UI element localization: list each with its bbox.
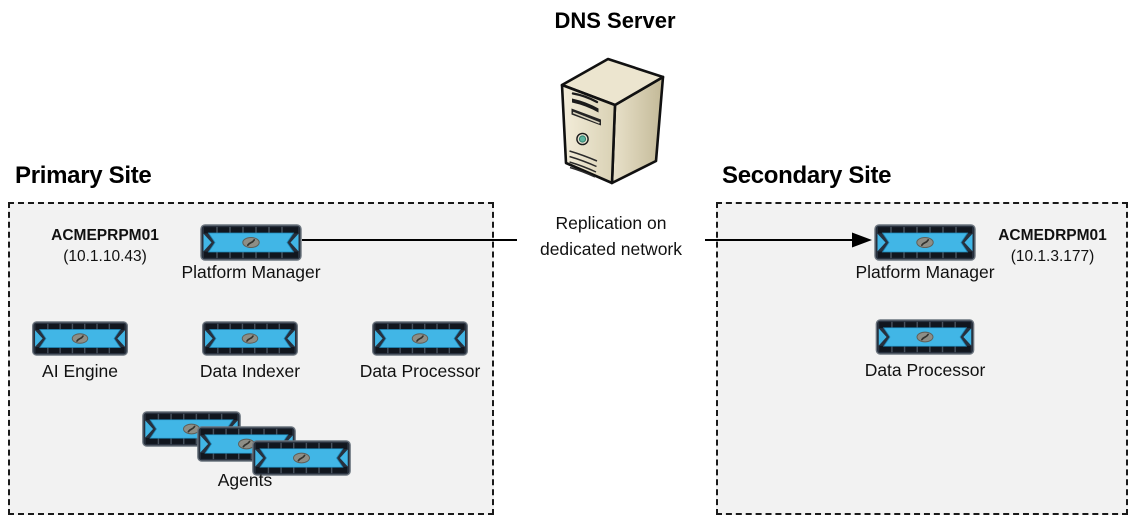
primary-site-title: Primary Site [15, 162, 152, 189]
data-indexer-icon [200, 321, 300, 356]
agents-label: Agents [217, 470, 273, 490]
secondary-platform-manager-label: Platform Manager [855, 262, 995, 282]
secondary-site-title: Secondary Site [722, 162, 892, 189]
primary-platform-manager-label: Platform Manager [181, 262, 321, 282]
dns-server-icon [553, 50, 671, 188]
primary-data-processor-icon [370, 321, 470, 356]
ai-engine-icon [30, 321, 130, 356]
secondary-host-block: ACMEDRPM01 (10.1.3.177) [990, 226, 1115, 268]
data-indexer-label: Data Indexer [199, 361, 301, 381]
ai-engine-label: AI Engine [42, 361, 118, 381]
replication-label-line2: dedicated network [539, 239, 683, 260]
primary-host-name: ACMEPRPM01 [51, 227, 159, 244]
primary-platform-manager-icon [200, 224, 302, 261]
secondary-data-processor-label: Data Processor [864, 360, 986, 380]
secondary-platform-manager-icon [874, 224, 976, 261]
secondary-data-processor-icon [874, 319, 976, 355]
primary-host-ip: (10.1.10.43) [63, 247, 147, 265]
replication-label: Replication on dedicated network [517, 209, 705, 264]
secondary-host-ip: (10.1.3.177) [1010, 247, 1095, 265]
secondary-host-name: ACMEDRPM01 [998, 227, 1107, 244]
primary-data-processor-label: Data Processor [359, 361, 481, 381]
dns-server-title: DNS Server [554, 8, 676, 33]
primary-host-block: ACMEPRPM01 (10.1.10.43) [25, 226, 185, 268]
replication-label-line1: Replication on [555, 213, 667, 233]
